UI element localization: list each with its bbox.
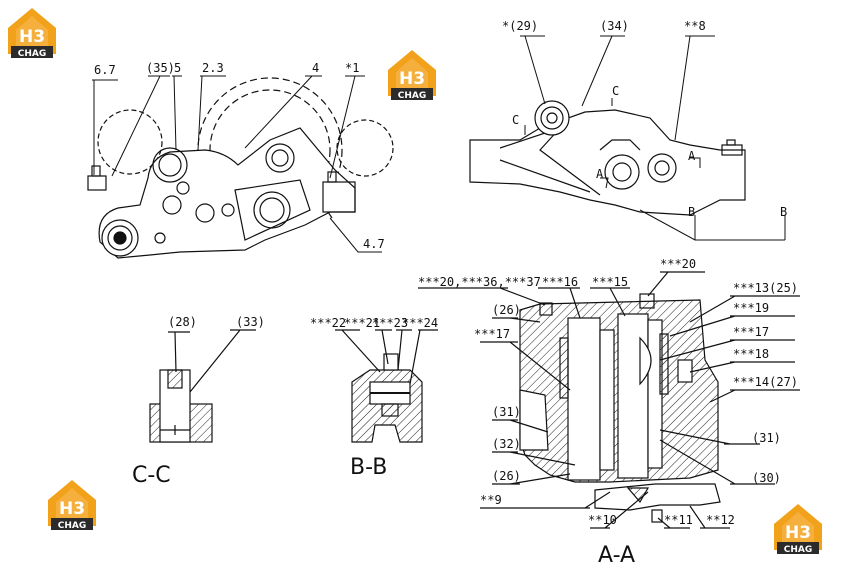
svg-text:B: B [688, 205, 695, 219]
top-left-leaders [92, 75, 382, 253]
svg-text:H3: H3 [785, 523, 811, 543]
svg-text:***16: ***16 [542, 275, 578, 289]
top-right-section-lines [520, 35, 786, 241]
svg-text:A-A: A-A [598, 543, 635, 568]
top-right-callouts: *(29) (34) **8 C C A A B B [502, 19, 787, 219]
section-cc-labels: (28) (33) C-C [132, 315, 265, 488]
svg-text:5: 5 [174, 61, 181, 75]
section-bb [335, 329, 438, 443]
svg-text:**9: **9 [480, 493, 502, 507]
svg-text:(34): (34) [600, 19, 629, 33]
svg-text:***20: ***20 [660, 257, 696, 271]
svg-text:***22: ***22 [310, 316, 346, 330]
section-aa-labels: ***20,***36,***37 ***16 ***15 ***20 ***1… [418, 257, 798, 568]
svg-text:CHAG: CHAG [784, 545, 813, 555]
top-right-view [469, 100, 746, 216]
svg-text:*1: *1 [345, 61, 359, 75]
svg-text:(31): (31) [492, 405, 521, 419]
svg-text:C: C [512, 113, 519, 127]
svg-text:**11: **11 [664, 513, 693, 527]
svg-text:B-B: B-B [350, 455, 387, 480]
svg-text:***14(27): ***14(27) [733, 375, 798, 389]
section-aa [418, 271, 800, 529]
section-cc [149, 329, 256, 443]
svg-text:***17: ***17 [474, 327, 510, 341]
svg-text:(33): (33) [236, 315, 265, 329]
svg-text:***13(25): ***13(25) [733, 281, 798, 295]
svg-text:(30): (30) [752, 471, 781, 485]
svg-text:***24: ***24 [402, 316, 438, 330]
svg-text:A: A [688, 149, 696, 163]
svg-text:(31): (31) [752, 431, 781, 445]
svg-text:H3: H3 [59, 499, 85, 519]
svg-text:(26): (26) [492, 469, 521, 483]
logo-bottom-right: H3 CHAG [774, 504, 822, 555]
svg-text:(32): (32) [492, 437, 521, 451]
svg-text:CHAG: CHAG [398, 91, 427, 101]
svg-text:**12: **12 [706, 513, 735, 527]
svg-text:C-C: C-C [132, 463, 171, 488]
svg-text:(28): (28) [168, 315, 197, 329]
svg-text:6.7: 6.7 [94, 63, 116, 77]
svg-text:(35): (35) [146, 61, 175, 75]
logo-bottom-left: H3 CHAG [48, 480, 96, 531]
svg-text:***19: ***19 [733, 301, 769, 315]
section-bb-labels: ***22 ***21 ***23 ***24 B-B [310, 316, 438, 480]
svg-text:2.3: 2.3 [202, 61, 224, 75]
svg-text:**8: **8 [684, 19, 706, 33]
logo-top-center: H3 CHAG [388, 50, 436, 101]
svg-text:H3: H3 [399, 69, 425, 89]
svg-text:*(29): *(29) [502, 19, 538, 33]
svg-text:***20,***36,***37: ***20,***36,***37 [418, 275, 541, 289]
logo-top-left: H3 CHAG [8, 8, 56, 59]
svg-text:CHAG: CHAG [58, 521, 87, 531]
svg-text:CHAG: CHAG [18, 49, 47, 59]
top-left-callouts: 6.7 (35) 5 2.3 4 *1 4.7 [94, 61, 385, 251]
svg-text:***23: ***23 [372, 316, 408, 330]
svg-text:B: B [780, 205, 787, 219]
svg-text:H3: H3 [19, 27, 45, 47]
svg-text:A: A [596, 167, 604, 181]
svg-text:**10: **10 [588, 513, 617, 527]
svg-text:C: C [612, 84, 619, 98]
svg-text:***21: ***21 [344, 316, 380, 330]
svg-text:4: 4 [312, 61, 319, 75]
svg-text:***17: ***17 [733, 325, 769, 339]
svg-text:(26): (26) [492, 303, 521, 317]
svg-text:***15: ***15 [592, 275, 628, 289]
svg-text:4.7: 4.7 [363, 237, 385, 251]
svg-text:***18: ***18 [733, 347, 769, 361]
top-left-pump-view [87, 77, 394, 259]
